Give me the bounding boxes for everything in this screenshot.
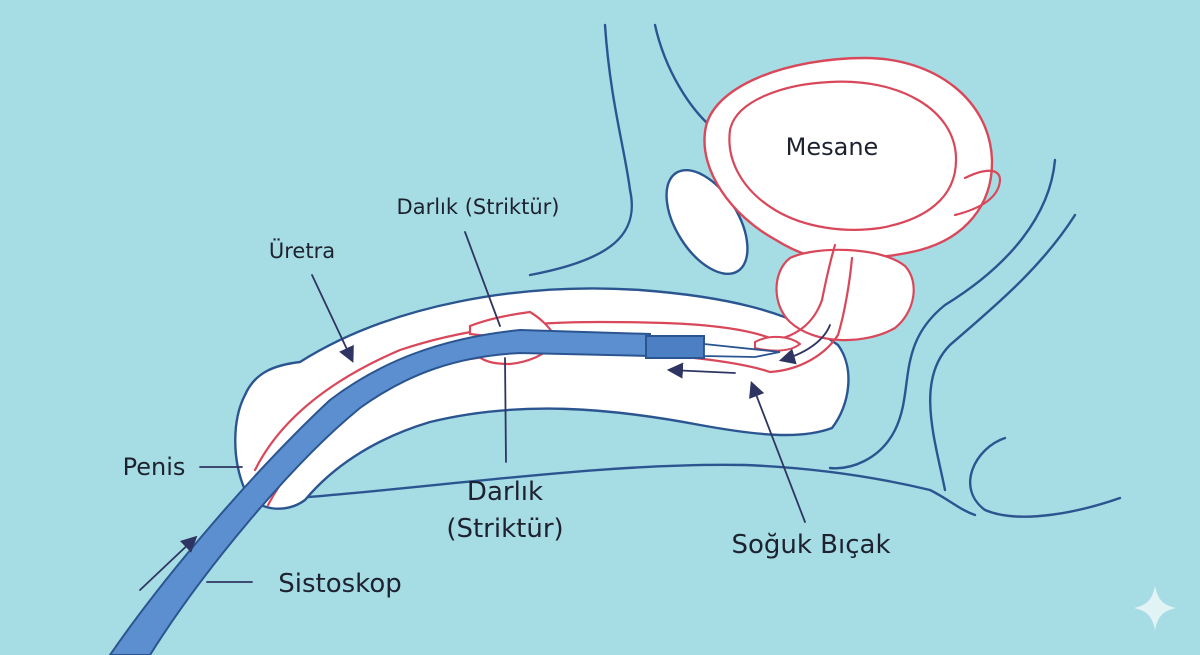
ureter: [953, 169, 1002, 217]
label-uretra: Üretra: [269, 238, 335, 263]
bladder-lumen: [728, 80, 958, 231]
label-mesane: Mesane: [786, 133, 879, 161]
urethra-wall-upper: [253, 243, 837, 472]
leader-stricture-bottom: [504, 357, 507, 463]
label-stricture-bottom-line1: Darlık: [467, 477, 543, 507]
cold-knife-blade[interactable]: [703, 343, 781, 358]
body-contour-abdomen: [653, 23, 717, 132]
cystoscope-advance-arrow: [139, 535, 198, 591]
incision-arrow: [778, 324, 831, 365]
leader-uretra: [311, 274, 354, 363]
cystoscope-tip[interactable]: [645, 335, 705, 359]
prostate: [775, 248, 915, 342]
body-contour-thigh: [268, 463, 977, 517]
body-contour-lower: [968, 436, 1122, 518]
label-stricture-bottom-line2: (Striktür): [446, 514, 563, 544]
label-sistoskop: Sistoskop: [278, 569, 401, 599]
leader-stricture-top: [464, 231, 501, 327]
sparkle-icon: [1134, 586, 1176, 630]
label-stricture-top: Darlık (Striktür): [397, 195, 560, 219]
label-cold-knife: Soğuk Bıçak: [731, 530, 890, 560]
leader-cold-knife: [749, 380, 806, 523]
body-contour-pubic: [528, 23, 633, 277]
label-penis: Penis: [123, 453, 186, 481]
bladder-neck-bulge: [754, 336, 802, 352]
body-contour-buttock: [929, 213, 1077, 492]
knife-direction-arrow: [666, 362, 736, 379]
body-contour-perineum: [828, 158, 1057, 470]
